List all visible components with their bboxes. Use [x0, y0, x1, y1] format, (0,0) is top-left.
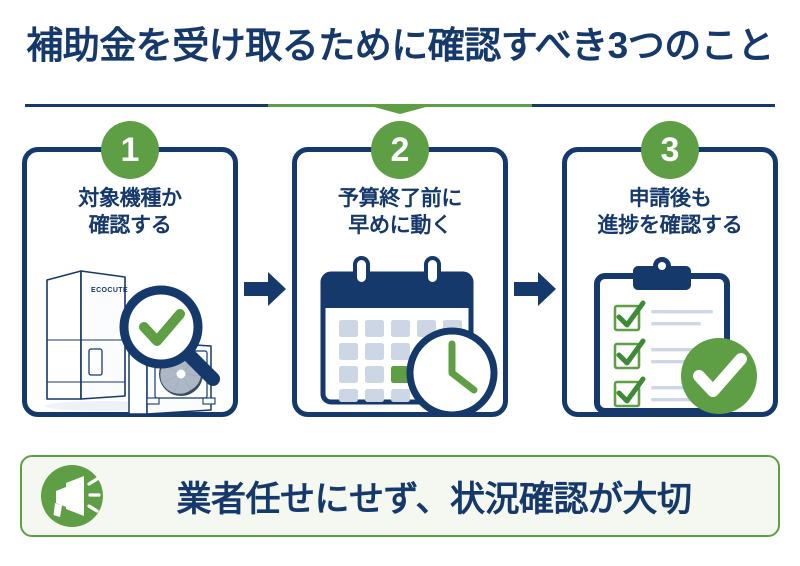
title-divider	[25, 100, 775, 114]
step-number-badge-3: 3	[641, 121, 699, 179]
step-card-1[interactable]: 1 対象機種か 確認する ECOCUTE	[22, 121, 238, 417]
step-heading-2: 予算終了前に 早めに動く	[297, 186, 503, 240]
calendar-highlighted-day	[391, 366, 410, 383]
clock-icon	[406, 327, 498, 419]
summary-banner: 業者任せにせず、状況確認が大切	[20, 455, 780, 537]
green-check-badge-icon	[681, 338, 757, 414]
ecocute-tank-icon: ECOCUTE	[46, 270, 128, 400]
clipboard-illustration	[567, 256, 773, 416]
step-number-badge-1: 1	[101, 121, 159, 179]
summary-banner-text: 業者任せにせず、状況確認が大切	[176, 479, 692, 519]
step-heading-1: 対象機種か 確認する	[27, 186, 233, 240]
step-heading-2-line2: 早めに動く	[348, 213, 452, 237]
step-heading-3: 申請後も 進捗を確認する	[567, 186, 773, 240]
step-heading-3-line1: 申請後も	[628, 187, 712, 210]
checklist-items	[613, 300, 713, 408]
step-heading-1-line1: 対象機種か	[78, 187, 182, 210]
calendar-clock-illustration	[297, 256, 503, 419]
page-title: 補助金を受け取るために確認すべき3つのこと	[26, 25, 774, 66]
arrow-step2-to-step3	[512, 266, 558, 312]
ecocute-illustration: ECOCUTE	[27, 256, 233, 416]
step-heading-1-line2: 確認する	[88, 213, 172, 237]
step-heading-2-line1: 予算終了前に	[337, 187, 463, 210]
megaphone-icon	[40, 464, 104, 528]
arrow-step1-to-step2	[242, 266, 288, 312]
step-heading-3-line2: 進捗を確認する	[597, 213, 743, 237]
step-number-badge-2: 2	[371, 121, 429, 179]
svg-text:ECOCUTE: ECOCUTE	[91, 287, 128, 294]
step-card-3[interactable]: 3 申請後も 進捗を確認する	[562, 121, 778, 417]
step-card-2[interactable]: 2 予算終了前に 早めに動く	[292, 121, 508, 419]
magnifier-check-icon	[119, 285, 220, 386]
